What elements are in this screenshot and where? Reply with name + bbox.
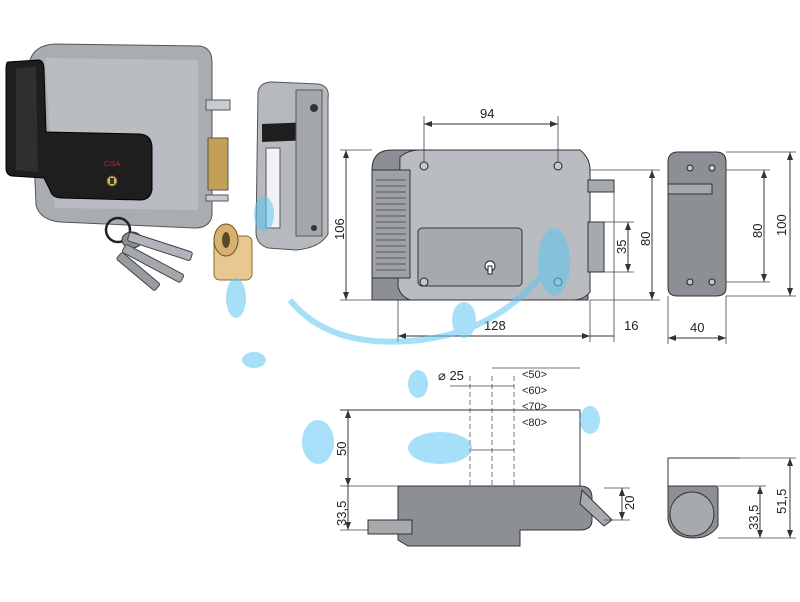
dim-100: 100	[774, 214, 789, 236]
front-view: 94 106 80 35 128 16	[332, 106, 660, 342]
cylinder-photo	[213, 223, 253, 281]
dim-diameter-25: ⌀ 25	[438, 368, 464, 383]
dim-50: 50	[334, 442, 349, 456]
backset-50: <50>	[522, 369, 547, 381]
strike-keeper-photo	[255, 81, 329, 251]
dim-51-5: 51,5	[774, 489, 789, 514]
dim-80-front: 80	[638, 232, 653, 246]
end-view: 33,5 51,5	[667, 457, 796, 539]
dim-40: 40	[690, 320, 704, 335]
backset-80: <80>	[522, 417, 547, 429]
dim-80-side: 80	[750, 224, 765, 238]
brand-label: CISA	[104, 161, 121, 168]
dim-106: 106	[332, 218, 347, 240]
backset-60: <60>	[522, 385, 547, 397]
dim-20: 20	[622, 496, 637, 510]
dim-33-5-bottom: 33,5	[334, 501, 349, 526]
dim-33-5-end: 33,5	[746, 505, 761, 530]
watermark-logo	[226, 196, 600, 464]
dim-16: 16	[624, 318, 638, 333]
keys-photo	[104, 216, 193, 291]
lock-photo: CISA	[5, 43, 231, 229]
dim-35: 35	[614, 240, 629, 254]
backset-70: <70>	[522, 401, 547, 413]
side-view: 80 100 40	[667, 151, 796, 344]
dim-94: 94	[480, 106, 494, 121]
bottom-view: ⌀ 25 <50> <60> <70> <80> 50 33,5 20	[334, 367, 637, 547]
